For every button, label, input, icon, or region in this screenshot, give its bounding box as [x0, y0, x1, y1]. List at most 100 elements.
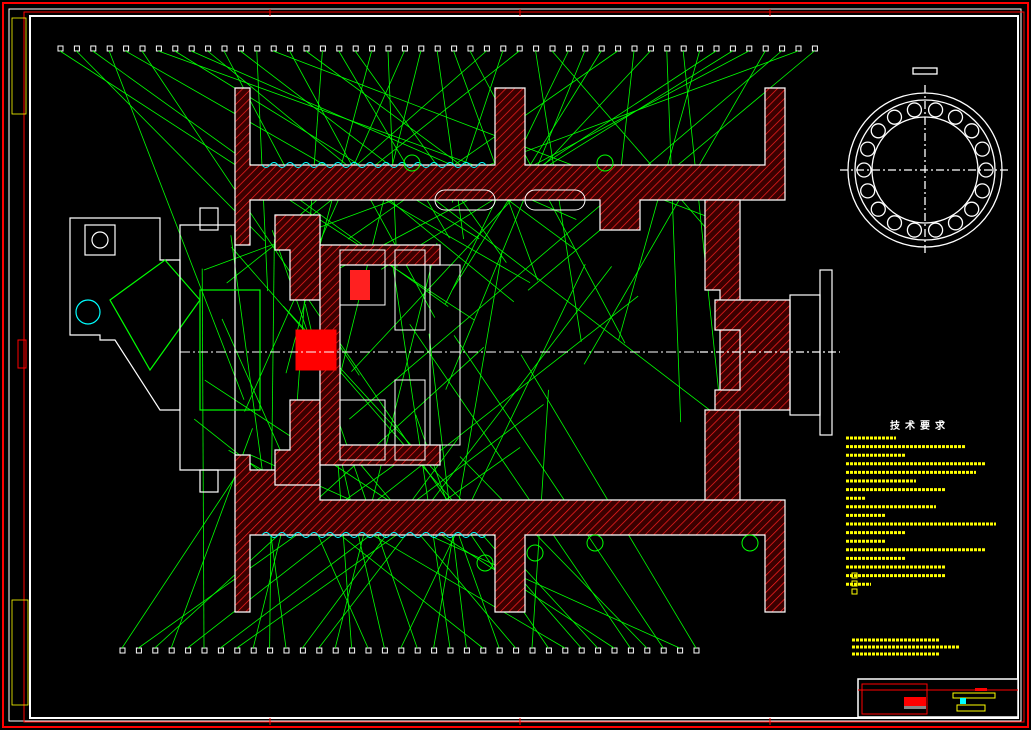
bolt-hole [927, 222, 944, 238]
balloon [467, 45, 474, 52]
balloon [332, 647, 339, 654]
balloon [418, 45, 425, 52]
balloon [205, 45, 212, 52]
balloon [434, 45, 441, 52]
leader-line [121, 477, 236, 649]
right-flange [700, 269, 840, 436]
leader-line [666, 50, 682, 423]
balloon [693, 647, 700, 654]
leader-line [510, 50, 717, 187]
balloon [680, 45, 687, 52]
drawing-border [29, 15, 1019, 719]
balloon [352, 45, 359, 52]
notes-heading: 技术要求 [890, 421, 950, 432]
hydraulic-motor[interactable] [69, 207, 261, 493]
bolt-hole [870, 123, 886, 139]
balloon [762, 45, 769, 52]
leader-line [428, 333, 467, 649]
balloon [349, 647, 356, 654]
bolt-hole [906, 222, 923, 238]
balloon [677, 647, 684, 654]
balloon [234, 647, 241, 654]
balloon [451, 45, 458, 52]
leader-line [230, 235, 287, 649]
part-balloons-bottom[interactable] [119, 647, 700, 654]
bolt-hole [886, 215, 903, 231]
frame-ticks [269, 9, 771, 725]
leader-line [275, 50, 487, 237]
balloon [513, 647, 520, 654]
balloon [533, 45, 540, 52]
balloon [250, 647, 257, 654]
balloon [545, 647, 552, 654]
balloon [185, 647, 192, 654]
balloon [172, 45, 179, 52]
balloon [595, 647, 602, 654]
balloon [270, 45, 277, 52]
balloon [287, 45, 294, 52]
drum-section[interactable] [234, 87, 791, 613]
leader-lines [59, 50, 815, 649]
inner-frame [23, 11, 1025, 723]
balloon [299, 647, 306, 654]
balloon [713, 45, 720, 52]
balloon [414, 647, 421, 654]
legend-symbol [851, 580, 858, 587]
title-block[interactable] [857, 678, 1019, 718]
balloon [365, 647, 372, 654]
leader-line [269, 239, 275, 649]
bolt-hole [974, 141, 990, 157]
balloon [139, 45, 146, 52]
leader-line [338, 50, 450, 239]
balloon [615, 45, 622, 52]
leader-line [236, 447, 521, 649]
bolt-hole [906, 102, 923, 118]
balloon [267, 647, 274, 654]
balloon [316, 647, 323, 654]
leader-line [240, 50, 727, 423]
leader-line [351, 50, 651, 372]
balloon [746, 45, 753, 52]
bolt-hole [860, 183, 876, 199]
gear-assembly [180, 189, 700, 461]
leader-line [445, 50, 586, 390]
rope-circles [403, 154, 759, 572]
bolt-hole [947, 109, 964, 125]
balloon [795, 45, 802, 52]
leader-line [459, 456, 648, 649]
balloon [168, 647, 175, 654]
balloon [697, 45, 704, 52]
bolt-hole [974, 183, 990, 199]
balloon [254, 45, 261, 52]
bolt-hole [870, 201, 886, 217]
part-balloons-top[interactable] [57, 45, 818, 52]
balloon [90, 45, 97, 52]
bolt-hole [927, 102, 944, 118]
balloon [447, 647, 454, 654]
leader-line [244, 50, 405, 412]
leader-line [201, 268, 205, 649]
legend-symbol [851, 572, 858, 579]
cable-grooves [261, 162, 487, 538]
leader-line [358, 462, 516, 649]
sheet-border [8, 8, 1022, 722]
leader-line [381, 50, 733, 270]
balloon [385, 45, 392, 52]
balloon [123, 45, 130, 52]
bolt-circle-end-view[interactable] [840, 67, 1010, 255]
balloon [631, 45, 638, 52]
bolt-hole [860, 141, 876, 157]
bolt-hole [886, 109, 903, 125]
balloon [565, 45, 572, 52]
balloon [431, 647, 438, 654]
drum-upper-wall [234, 87, 786, 246]
balloon [106, 45, 113, 52]
balloon [401, 45, 408, 52]
leader-line [174, 50, 480, 240]
balloon [779, 45, 786, 52]
balloon [516, 45, 523, 52]
leader-line [333, 50, 422, 402]
balloon [369, 45, 376, 52]
technical-notes [846, 436, 996, 656]
